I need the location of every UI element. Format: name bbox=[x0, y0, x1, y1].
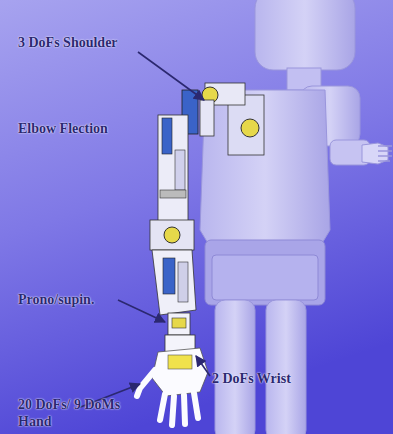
leader-arrows bbox=[78, 52, 210, 408]
part-label: 2 DoFs Wrist bbox=[212, 370, 291, 387]
leader-arrow bbox=[196, 356, 210, 376]
part-label: Elbow Flection bbox=[18, 120, 108, 137]
leader-arrow bbox=[138, 52, 204, 100]
part-label: 3 DoFs Shoulder bbox=[18, 34, 118, 51]
part-label: 20 DoFs/ 9 DoMs Hand bbox=[18, 396, 148, 430]
part-label: Prono/supin. bbox=[18, 291, 94, 308]
leader-arrow bbox=[118, 300, 165, 322]
robot-body bbox=[200, 0, 392, 434]
